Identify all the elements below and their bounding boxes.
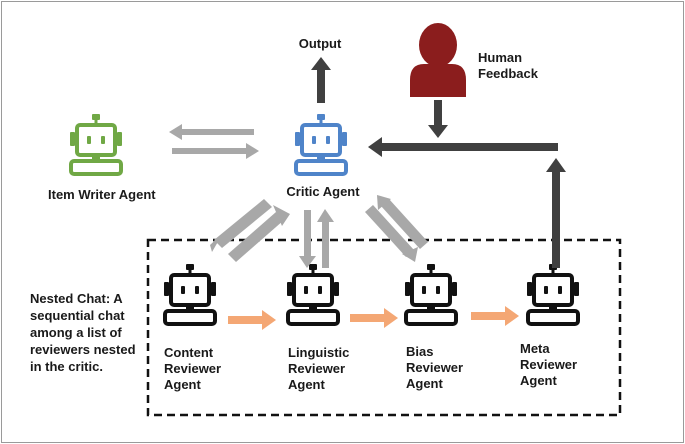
linguistic-reviewer-robot-icon	[285, 262, 341, 326]
critic-robot-icon	[293, 112, 349, 176]
human-feedback-arrow	[428, 100, 448, 138]
linguistic-to-bias-arrow	[350, 308, 398, 328]
critic-linguistic-arrows	[299, 209, 334, 268]
critic-bias-arrows	[365, 195, 428, 262]
output-arrow	[311, 57, 331, 103]
content-reviewer-label: Content Reviewer Agent	[164, 345, 222, 392]
feedback-line-arrow	[368, 137, 558, 157]
critic-label: Critic Agent	[286, 184, 360, 199]
item-writer-robot-icon	[68, 112, 124, 176]
person-icon	[410, 23, 466, 97]
linguistic-reviewer-label: Linguistic Reviewer Agent	[288, 345, 350, 392]
writer-critic-arrows	[169, 124, 259, 159]
meta-reviewer-robot-icon	[525, 262, 581, 326]
content-reviewer-robot-icon	[162, 262, 218, 326]
output-label: Output	[298, 36, 342, 51]
nested-chat-box	[146, 238, 622, 417]
bias-to-meta-arrow	[471, 306, 519, 326]
meta-reviewer-label: Meta Reviewer Agent	[520, 341, 578, 388]
nested-chat-note: Nested Chat: A sequential chat among a l…	[30, 291, 136, 374]
item-writer-label: Item Writer Agent	[48, 187, 156, 202]
critic-content-arrows	[210, 199, 290, 262]
human-feedback-label: Human Feedback	[478, 50, 538, 81]
bias-reviewer-label: Bias Reviewer Agent	[406, 344, 464, 391]
bias-reviewer-robot-icon	[403, 262, 459, 326]
content-to-linguistic-arrow	[228, 310, 276, 330]
meta-reviewer-up-arrow	[546, 158, 566, 268]
